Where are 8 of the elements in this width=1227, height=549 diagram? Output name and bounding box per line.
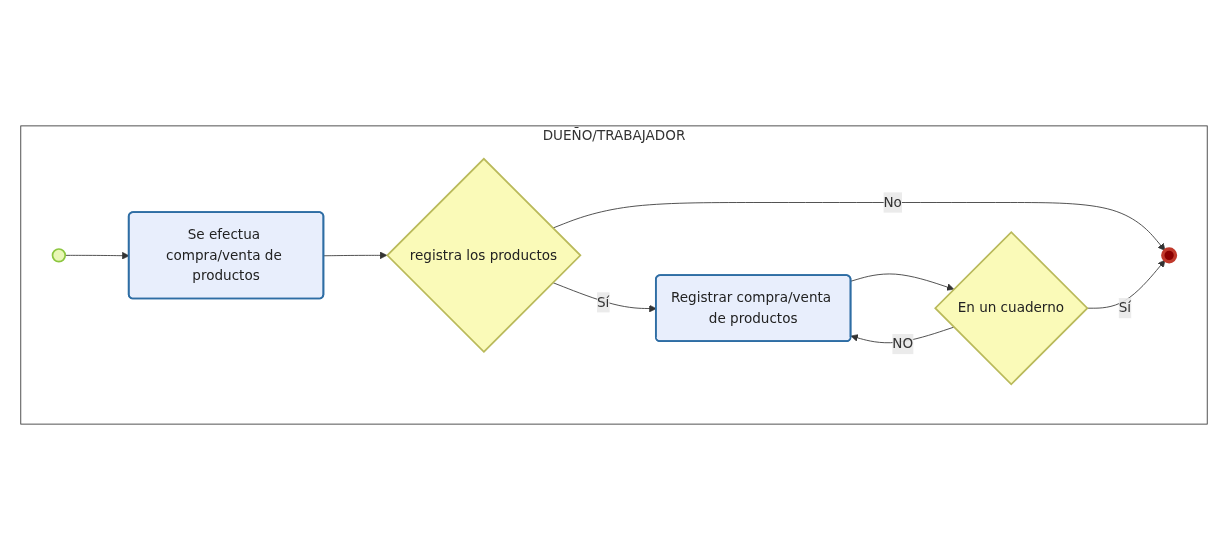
edge-label: NO bbox=[891, 335, 913, 352]
node-diamond: En un cuaderno bbox=[933, 230, 1089, 385]
edge-label: No bbox=[882, 193, 902, 210]
edge-label: Sí bbox=[596, 293, 609, 310]
edge-label: Sí bbox=[1118, 299, 1131, 316]
node-circle bbox=[1160, 246, 1177, 263]
node-circle bbox=[51, 247, 66, 263]
node-diamond: registra los productos bbox=[385, 157, 582, 353]
